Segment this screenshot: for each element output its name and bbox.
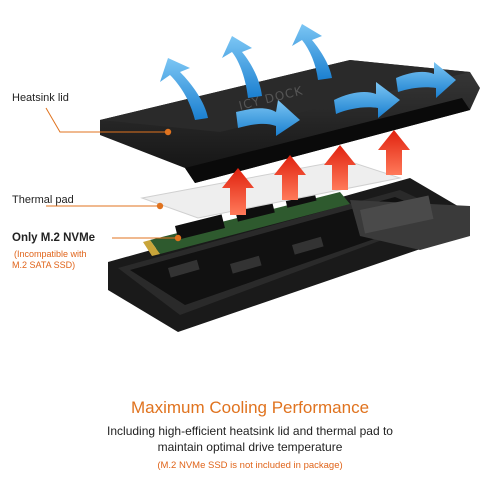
nvme-only-label: Only M.2 NVMe — [12, 232, 96, 244]
airflow-arrows — [160, 24, 456, 136]
description-line-1: Including high-efficient heatsink lid an… — [107, 424, 393, 438]
airflow-arrow-icon — [236, 100, 300, 136]
tray-slot-ribs — [167, 236, 324, 278]
heat-arrow-icon — [324, 145, 356, 190]
thermal-pad-label: Thermal pad — [12, 194, 74, 206]
airflow-arrow-icon — [292, 24, 332, 80]
headline: Maximum Cooling Performance — [130, 398, 370, 417]
airflow-arrow-icon — [160, 58, 208, 120]
airflow-arrow-icon — [334, 82, 400, 118]
callout-dot-icon — [156, 202, 164, 210]
heat-arrow-icon — [274, 155, 306, 200]
heat-arrows — [222, 130, 410, 215]
airflow-arrow-icon — [396, 62, 456, 98]
callout-dots — [156, 128, 182, 242]
m2-nvme-ssd — [143, 190, 350, 256]
description-line-2: maintain optimal drive temperature — [157, 440, 343, 454]
callout-dot-icon — [164, 128, 172, 136]
heat-arrow-icon — [222, 168, 254, 215]
callout-leaders — [45, 107, 178, 239]
heatsink-lid-label: Heatsink lid — [12, 92, 69, 104]
enclosure-tray — [108, 178, 470, 332]
heat-arrow-icon — [378, 130, 410, 175]
callout-dot-icon — [174, 234, 182, 242]
package-footnote: (M.2 NVMe SSD is not included in package… — [157, 460, 343, 471]
nvme-incompatible-note-2: M.2 SATA SSD) — [12, 260, 76, 270]
airflow-arrow-icon — [222, 36, 262, 98]
heatsink-leader — [45, 107, 168, 133]
nvme-incompatible-note-1: (Incompatible with — [14, 249, 87, 259]
